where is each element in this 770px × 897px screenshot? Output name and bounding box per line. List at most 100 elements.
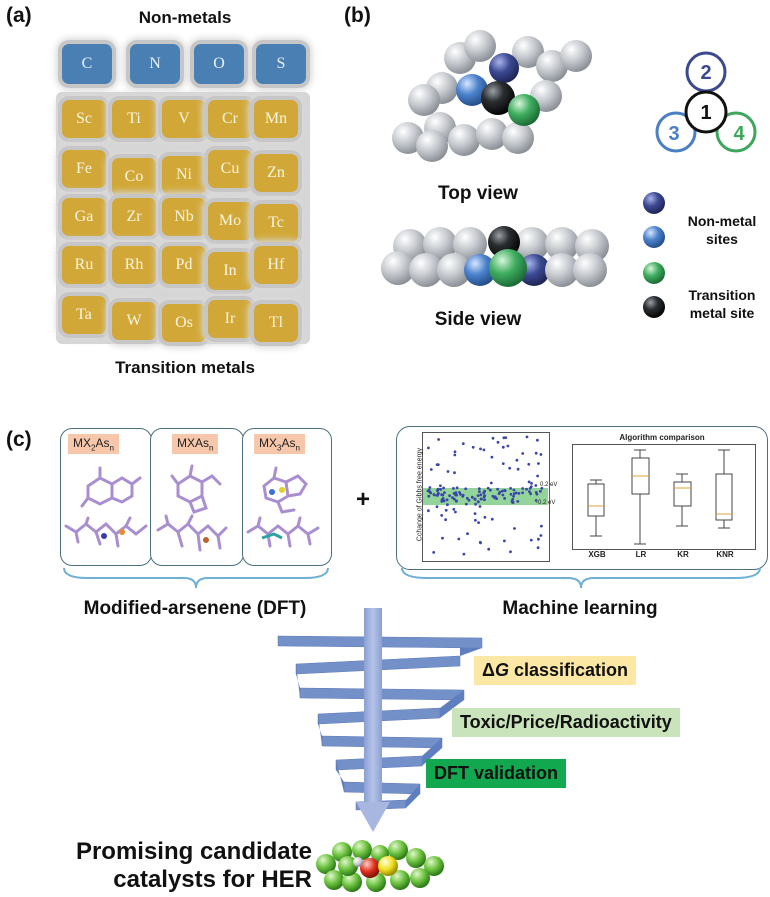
non-metal-tile: N (130, 44, 180, 84)
legend-non-metal-sites: Non-metal sites (687, 213, 757, 247)
box-xgb (587, 479, 605, 537)
transition-metal-tile: Mn (254, 100, 298, 138)
scatter-point (477, 487, 481, 491)
scatter-point (440, 514, 444, 517)
result-line-2: catalysts for HER (113, 866, 312, 893)
scatter-point (452, 497, 456, 501)
scatter-point (511, 497, 515, 501)
scatter-point (428, 490, 432, 494)
transition-metal-tile: Ga (62, 198, 106, 236)
ml-label: Machine learning (502, 598, 658, 619)
scatter-point (537, 462, 540, 465)
scatter-point (509, 550, 512, 554)
funnel-arrow-head (356, 802, 390, 832)
scatter-point (503, 489, 507, 493)
transition-metal-tile: Co (112, 158, 156, 196)
scatter-point (433, 493, 436, 497)
scatter-point (501, 462, 505, 465)
molecule-side-1 (64, 516, 148, 548)
transition-metal-tile: Sc (62, 100, 106, 138)
box-lr (631, 449, 650, 545)
catalyst-cluster (316, 840, 444, 892)
scatter-point (501, 489, 504, 493)
ml-bracket (401, 567, 761, 589)
site-number-1: 1 (700, 102, 711, 124)
scatter-point (455, 493, 458, 497)
scatter-point (482, 448, 486, 452)
dft-bracket (63, 567, 329, 589)
box-category-lr: LR (635, 550, 647, 559)
molecule-top-2 (170, 464, 222, 514)
transition-metal-tile: Fe (62, 150, 106, 188)
scatter-lower-band-label: -0.2 eV (536, 500, 556, 506)
box-chart-title: Algorithm comparison (619, 433, 705, 442)
scatter-point (474, 502, 477, 506)
box-plots (587, 449, 733, 545)
panel-b-letter: (b) (344, 4, 371, 27)
scatter-point (427, 494, 431, 498)
scatter-point (540, 524, 543, 528)
non-metal-tile: C (62, 44, 112, 84)
scatter-point (525, 487, 528, 491)
scatter-point (536, 474, 539, 478)
scatter-point (529, 492, 532, 496)
scatter-point (515, 458, 519, 462)
scatter-point (479, 493, 483, 497)
scatter-point (487, 547, 491, 551)
side-view-label: Side view (434, 309, 522, 330)
scatter-point (483, 489, 486, 493)
scatter-point (539, 534, 543, 537)
transition-metal-tile: Zn (254, 154, 298, 192)
scatter-point (503, 497, 506, 500)
scatter-point (534, 484, 538, 487)
transition-metal-tile: Nb (162, 198, 206, 236)
scatter-point (490, 455, 494, 459)
scatter-point (452, 487, 455, 490)
scatter-point (443, 491, 446, 494)
legend-navy-dot (643, 192, 665, 214)
scatter-point (473, 497, 477, 501)
scatter-point (437, 438, 440, 441)
scatter-point (442, 499, 446, 503)
scatter-point (436, 463, 440, 466)
scatter-point (455, 499, 458, 503)
scatter-point (539, 489, 542, 493)
scatter-point (455, 486, 459, 490)
legend-green-dot (643, 262, 665, 284)
scatter-point (479, 447, 482, 451)
catalyst-hydrogen-atom (353, 857, 363, 867)
panel-a-letter: (a) (6, 4, 32, 27)
scatter-point (453, 453, 457, 457)
molecular-structures (64, 464, 320, 552)
scatter-point (512, 488, 516, 492)
site-3-circle (655, 111, 697, 153)
scatter-point (491, 494, 495, 498)
scatter-point (513, 527, 516, 530)
scatter-point (483, 494, 487, 498)
scatter-point (476, 494, 480, 497)
panel-c-letter: (c) (6, 428, 32, 451)
scatter-point (478, 505, 482, 508)
legend-blue-dot (643, 226, 665, 248)
scatter-point (470, 495, 474, 499)
scatter-point (512, 494, 515, 498)
scatter-point (464, 487, 468, 491)
molecule-top-1 (80, 466, 142, 508)
funnel-arrow-shaft (364, 608, 382, 804)
top-view-label: Top view (438, 183, 518, 204)
legend-transition-metal-site: Transition metal site (688, 287, 756, 321)
scatter-point (534, 451, 538, 455)
scatter-point (534, 499, 538, 502)
scatter-point (474, 518, 477, 522)
scatter-point (501, 493, 505, 497)
transition-metal-tile: Zr (112, 198, 156, 236)
scatter-point (527, 462, 531, 466)
scatter-point (536, 438, 539, 442)
result-line-1: Promising candidate (75, 838, 312, 865)
scatter-point (432, 551, 436, 554)
side-site-3-atom (464, 254, 496, 286)
non-metal-tile: O (194, 44, 244, 84)
molecule-top-3 (262, 466, 308, 514)
scatter-point (498, 490, 502, 494)
box-category-kr: KR (677, 550, 689, 559)
